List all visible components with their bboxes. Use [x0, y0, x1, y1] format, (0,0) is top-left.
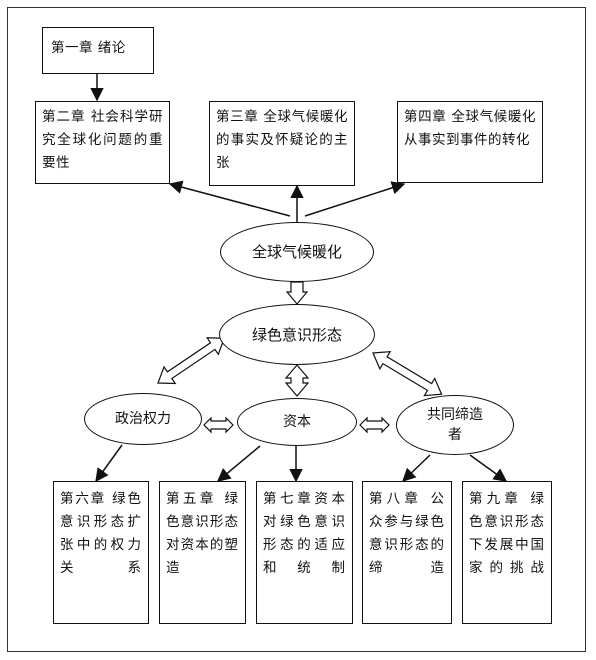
chapter-4-label: 第四章 全球气候暖化从事实到事件的转化: [404, 109, 536, 148]
node-green-ideology: 绿色意识形态: [219, 304, 375, 365]
arrow-capital-ch5: [216, 445, 261, 482]
double-arrow-down-warming-ideology: [285, 281, 309, 305]
node-global-warming-label: 全球气候暖化: [251, 243, 342, 261]
arrow-politics-ch6: [95, 444, 123, 483]
node-co-creators: 共同缔造者: [396, 395, 514, 455]
arrow-cocreators-ch9: [469, 454, 508, 482]
diagram-frame: [7, 7, 586, 652]
chapter-8-box: 第八章 公众参与绿色意识形态的缔造: [362, 481, 452, 624]
arrow-cocreators-ch8: [402, 454, 431, 482]
node-political-power: 政治权力: [84, 393, 202, 445]
chapter-1-box: 第一章 绪论: [42, 27, 154, 74]
node-co-creators-label: 共同缔造者: [427, 407, 483, 443]
chapter-7-box: 第七章资本对绿色意识形态的适应和统制: [256, 481, 353, 624]
chapter-8-label: 第八章 公众参与绿色意识形态的缔造: [369, 491, 445, 576]
chapter-2-box: 第二章 社会科学研究全球化问题的重要性: [35, 101, 170, 184]
arrow-warming-ch2: [168, 180, 291, 217]
arrow-warming-ch4: [304, 181, 406, 217]
chapter-5-box: 第五章 绿色意识形态对资本的塑造: [159, 481, 246, 624]
chapter-1-label: 第一章 绪论: [51, 40, 126, 56]
chapter-9-box: 第九章 绿色意识形态下发展中国家的挑战: [462, 481, 552, 624]
chapter-6-box: 第六章 绿色意识形态扩张中的权力关系: [53, 481, 149, 624]
chapter-3-box: 第三章 全球气候暖化的事实及怀疑论的主张: [209, 101, 355, 186]
chapter-2-label: 第二章 社会科学研究全球化问题的重要性: [42, 109, 163, 171]
node-global-warming: 全球气候暖化: [220, 222, 374, 282]
node-capital-label: 资本: [283, 414, 311, 430]
chapter-5-label: 第五章 绿色意识形态对资本的塑造: [166, 491, 239, 576]
double-arrow-politics-capital: [203, 416, 234, 434]
double-arrow-capital-cocreators: [359, 416, 390, 434]
chapter-9-label: 第九章 绿色意识形态下发展中国家的挑战: [469, 491, 545, 576]
chapter-7-label: 第七章资本对绿色意识形态的适应和统制: [263, 491, 346, 576]
double-arrow-ideology-politics: [157, 337, 226, 385]
chapter-3-label: 第三章 全球气候暖化的事实及怀疑论的主张: [216, 109, 348, 171]
chapter-4-box: 第四章 全球气候暖化从事实到事件的转化: [397, 101, 543, 183]
chapter-6-label: 第六章 绿色意识形态扩张中的权力关系: [60, 491, 142, 576]
node-political-power-label: 政治权力: [115, 411, 171, 427]
double-arrow-ideology-capital: [284, 364, 310, 397]
node-capital: 资本: [237, 398, 357, 446]
double-arrow-ideology-cocreators: [372, 350, 443, 397]
node-green-ideology-label: 绿色意识形态: [251, 325, 342, 344]
